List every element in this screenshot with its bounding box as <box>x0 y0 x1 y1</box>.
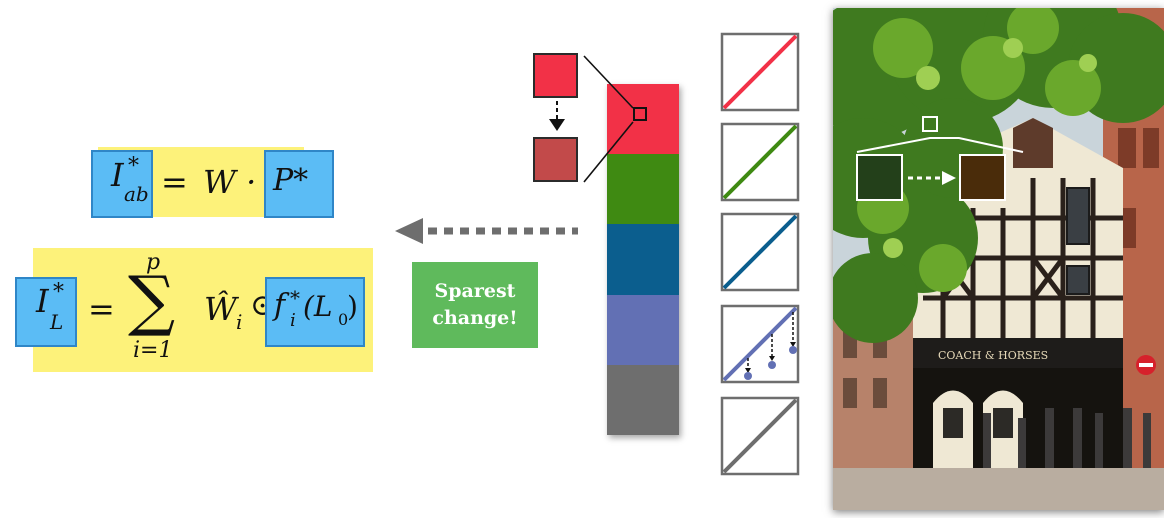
equation-2-func-arg-sub: 0 <box>338 310 349 329</box>
tone-curve-purple <box>720 304 800 384</box>
badge-line-2: change! <box>432 307 518 329</box>
dotted-arrow-down-icon <box>549 101 565 131</box>
equation-1-lhs-base: I <box>111 156 124 194</box>
equation-2-equals: = <box>88 290 115 328</box>
equation-2-func: f <box>274 288 286 323</box>
equation-2-weight-sub: i <box>236 310 243 334</box>
equation-2-sum-lower: i=1 <box>133 338 173 363</box>
palette-swatch-blue <box>607 224 679 295</box>
equation-1-lhs-box <box>91 150 153 218</box>
equation-1-weight: W · <box>203 163 257 201</box>
palette-selection-marker <box>633 107 647 121</box>
photo-zoom-lines <box>856 137 1024 153</box>
street-photo-illustration: COACH & HORSES <box>833 8 1164 510</box>
palette-swatch-green <box>607 154 679 225</box>
equation-2-lhs-box <box>15 277 77 347</box>
equation-2-func-close: ) <box>347 290 358 323</box>
equation-1-equals: = <box>161 163 188 201</box>
street-photo: COACH & HORSES <box>833 8 1164 510</box>
equation-1-lhs-sup: * <box>128 154 139 179</box>
photo-selection-marker <box>922 116 938 132</box>
palette-zoom-lines <box>583 55 634 183</box>
equation-1-rhs-box <box>264 150 334 218</box>
pub-sign-text: COACH & HORSES <box>938 349 1048 362</box>
equation-2-rhs-box <box>265 277 365 347</box>
equation-2-lhs-sub: L <box>50 310 64 334</box>
dotted-arrow-right-icon <box>908 171 956 185</box>
equation-2-lhs-base: I <box>36 282 49 320</box>
photo-color-after-swatch <box>959 154 1006 201</box>
color-after-swatch <box>533 137 578 182</box>
photo-color-before-swatch <box>856 154 903 201</box>
color-before-swatch <box>533 53 578 98</box>
tone-curve-red <box>720 32 800 112</box>
equation-2-func-arg: (L <box>303 290 333 323</box>
dotted-arrow-left-icon <box>395 218 578 244</box>
equation-2-sum-symbol: ∑ <box>128 262 176 339</box>
tone-curve-green <box>720 122 800 202</box>
tone-curve-blue <box>720 212 800 292</box>
badge-line-1: Sparest <box>434 280 516 302</box>
equation-2-weight: Ŵ <box>204 290 237 328</box>
sparest-change-badge: Sparest change! <box>412 262 538 348</box>
equation-2-func-sup: * <box>290 286 300 310</box>
equation-1-rhs: P* <box>273 163 309 198</box>
equation-2-sum-upper: p <box>146 250 161 275</box>
palette-swatch-purple <box>607 294 679 365</box>
equation-2-func-sub: i <box>290 310 296 331</box>
equation-1-lhs-sub: ab <box>124 182 149 206</box>
palette-swatch-gray <box>607 364 679 435</box>
equation-2-lhs-sup: * <box>53 280 64 305</box>
tone-curve-gray <box>720 396 800 476</box>
